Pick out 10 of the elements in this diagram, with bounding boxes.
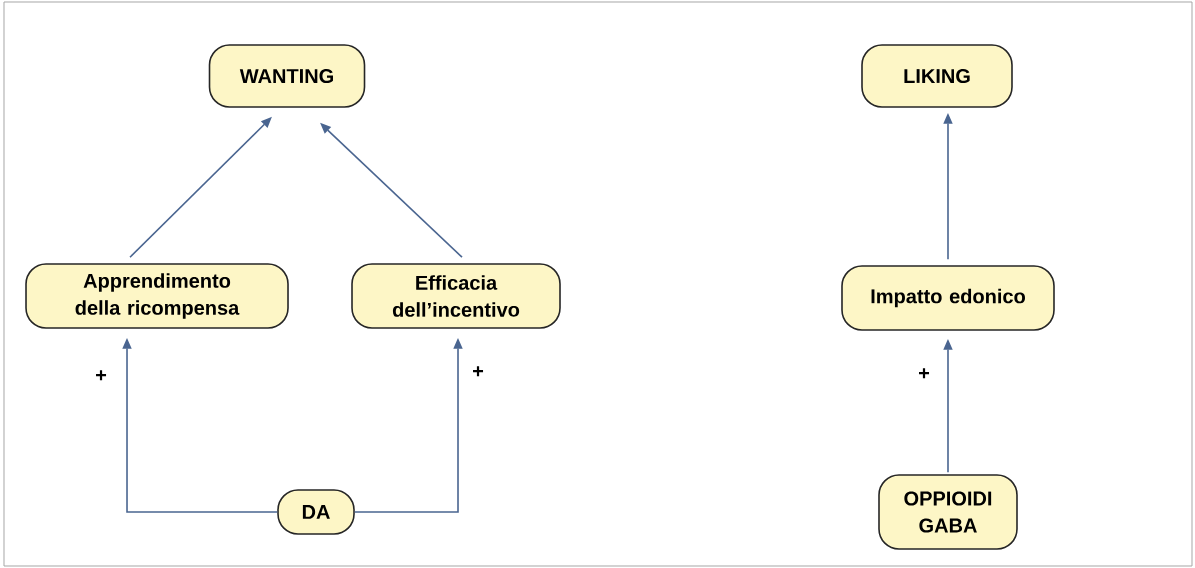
edge-label: + xyxy=(473,366,484,377)
rounded-box: DA xyxy=(277,489,355,535)
rounded-box: LIKING xyxy=(861,44,1013,108)
edge-label: + xyxy=(96,370,107,381)
rounded-box: Impatto edonico xyxy=(841,265,1055,331)
edge-label: + xyxy=(919,368,930,379)
rounded-box: WANTING xyxy=(208,44,366,108)
rounded-box: OPPIOIDI GABA xyxy=(878,474,1018,550)
rounded-box: Apprendimento della ricompensa xyxy=(25,263,289,329)
rounded-box: Efficacia dell’incentivo xyxy=(351,263,561,329)
